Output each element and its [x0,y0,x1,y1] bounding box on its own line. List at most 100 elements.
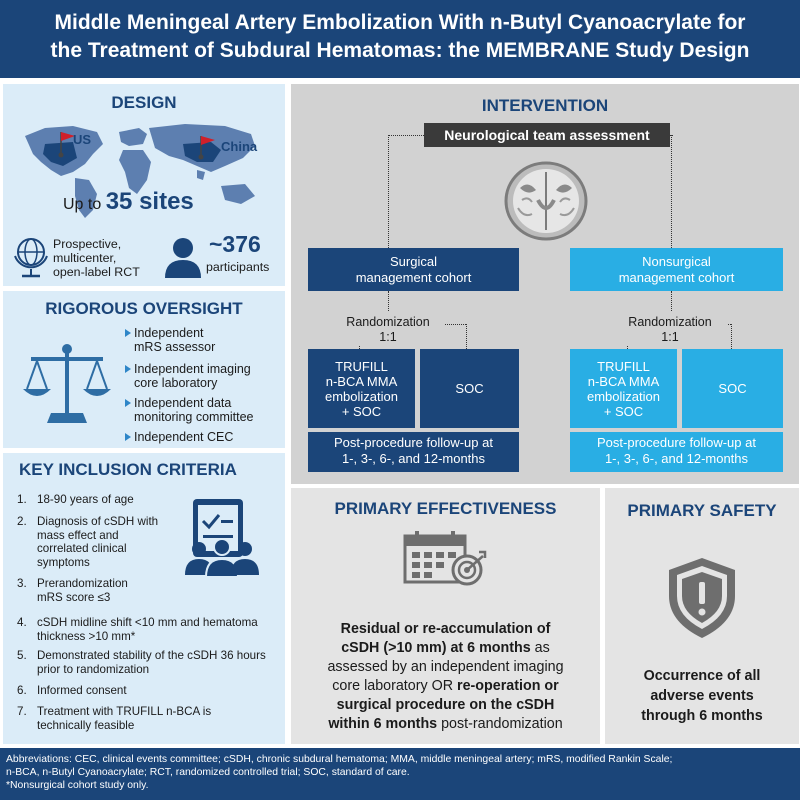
effectiveness-line-6-bold: within 6 months [328,716,438,732]
criterion-1-number: 1. [17,493,27,506]
warning-shield-icon [669,558,735,638]
randomization-right: Randomization 1:1 [613,315,727,345]
safety-panel: PRIMARY SAFETY Occurrence of all adverse… [605,488,799,744]
oversight-item-4: Independent CEC [125,430,234,444]
nonsurgical-trufill-line-2: n-BCA MMA [587,373,660,389]
criterion-4-text: cSDH midline shift <10 mm and hematoma t… [37,616,258,643]
intervention-panel: INTERVENTION Neurological team assessmen… [291,84,799,484]
randomization-right-ratio: 1:1 [661,330,679,344]
nonsurgical-trufill-line-4: + SOC [603,403,644,419]
criterion-3-text: Prerandomization mRS score ≤3 [37,577,128,604]
effectiveness-line-2: cSDH (>10 mm) at 6 months as [291,639,600,658]
calendar-target-icon [403,531,487,586]
connector-right [671,135,672,248]
study-type-line-3: open-label RCT [53,265,140,279]
criterion-7-number: 7. [17,705,27,718]
effectiveness-line-5: surgical procedure on the cSDH [336,697,555,713]
nonsurgical-trufill-line-3: embolization [587,388,660,404]
effectiveness-line-4: core laboratory OR re-operation or [291,677,600,696]
safety-line-1: Occurrence of all [643,668,761,684]
arrow-bullet-icon [125,365,131,373]
criterion-2-number: 2. [17,515,27,528]
oversight-panel: RIGOROUS OVERSIGHT Independent mRS asses… [3,291,285,448]
title-line-1: Middle Meningeal Artery Embolization Wit… [54,11,746,34]
assessment-box: Neurological team assessment [424,123,670,147]
randomization-left-ratio: 1:1 [379,330,397,344]
oversight-item-3: Independent data monitoring committee [125,396,254,424]
rand-left-stem [388,291,389,311]
criteria-panel: KEY INCLUSION CRITERIA 1. 18-90 years of… [3,453,285,744]
connector-left [388,135,389,248]
sites-prefix: Up to [63,196,102,213]
nonsurgical-followup-box: Post-procedure follow-up at 1-, 3-, 6-, … [570,432,783,472]
nonsurgical-trufill-arm: TRUFILL n-BCA MMA embolization + SOC [570,349,677,428]
criterion-5-text: Demonstrated stability of the cSDH 36 ho… [37,649,266,676]
person-icon [165,238,201,278]
safety-line-3: through 6 months [641,708,763,724]
surgical-followup-line-2: 1-, 3-, 6-, and 12-months [341,451,486,466]
criterion-7-text: Treatment with TRUFILL n-BCA is technica… [37,705,212,732]
oversight-item-3-line-2: monitoring committee [134,410,254,424]
world-map-icon [25,124,255,218]
nonsurgical-cohort-line-1: Nonsurgical [642,254,711,269]
footer-line-1: Abbreviations: CEC, clinical events comm… [6,754,673,765]
surgical-cohort-line-2: management cohort [355,270,472,285]
title-line-2: the Treatment of Subdural Hematomas: the… [50,39,750,62]
randomization-left-label: Randomization [346,315,430,329]
participants-count: ~376 [209,231,261,257]
nonsurgical-trufill-line-1: TRUFILL [597,358,650,374]
brain-scan-icon [504,161,588,241]
criterion-4-number: 4. [17,616,27,629]
criterion-6-text: Informed consent [37,684,127,697]
criterion-5-number: 5. [17,649,27,662]
country-china-label: China [221,139,258,154]
clipboard-people-icon [185,499,259,578]
effectiveness-line-6-rest: post-randomization [437,716,563,732]
effectiveness-description: Residual or re-accumulation of cSDH (>10… [291,620,600,734]
oversight-item-1-line-1: Independent [134,326,204,340]
oversight-item-2-line-1: Independent imaging [134,362,251,376]
arrow-bullet-icon [125,433,131,441]
rand-right-stem [671,291,672,311]
sites-line: Up to 35 sites [63,188,194,216]
surgical-cohort-line-1: Surgical [390,254,437,269]
nonsurgical-cohort-box: Nonsurgical management cohort [570,248,783,291]
effectiveness-line-3: assessed by an independent imaging [327,659,564,675]
globe-icon [14,238,48,278]
surgical-trufill-arm: TRUFILL n-BCA MMA embolization + SOC [308,349,415,428]
randomization-right-label: Randomization [628,315,712,329]
randomization-left: Randomization 1:1 [331,315,445,345]
effectiveness-line-6: within 6 months post-randomization [291,715,600,734]
arrow-bullet-icon [125,399,131,407]
intervention-title: INTERVENTION [481,96,609,115]
surgical-soc-label: SOC [455,381,484,396]
connector-right-top [670,135,672,136]
effectiveness-line-4-normal: core laboratory OR [332,678,458,694]
nonsurgical-cohort-line-2: management cohort [618,270,735,285]
footer-line-2: n-BCA, n-Butyl Cyanoacrylate; RCT, rando… [6,767,410,778]
surgical-soc-arm: SOC [420,349,519,428]
effectiveness-line-1: Residual or re-accumulation of [340,621,551,637]
nonsurgical-soc-label: SOC [718,381,747,396]
criteria-title: KEY INCLUSION CRITERIA [19,460,237,479]
nonsurgical-followup-line-1: Post-procedure follow-up at [597,435,756,450]
sites-count: 35 sites [105,188,194,215]
study-type-line-2: multicenter, [53,251,117,265]
effectiveness-panel: PRIMARY EFFECTIVENESS Residual or re-acc… [291,488,600,744]
footer-line-3: *Nonsurgical cohort study only. [6,780,149,791]
effectiveness-line-2-bold: cSDH (>10 mm) at 6 months [341,640,531,656]
oversight-item-3-line-1: Independent data [134,396,232,410]
oversight-item-4-line-1: Independent CEC [134,430,234,444]
surgical-trufill-line-2: n-BCA MMA [325,373,398,389]
footer-abbreviations: Abbreviations: CEC, clinical events comm… [0,748,800,800]
safety-title: PRIMARY SAFETY [627,501,777,520]
oversight-item-1-line-2: mRS assessor [134,340,216,354]
criterion-6-number: 6. [17,684,27,697]
surgical-cohort-box: Surgical management cohort [308,248,519,291]
arrow-bullet-icon [125,329,131,337]
nonsurgical-soc-arm: SOC [682,349,783,428]
criterion-2-text: Diagnosis of cSDH with mass effect and c… [37,515,159,569]
criterion-1-text: 18-90 years of age [37,493,134,506]
oversight-item-2-line-2: core laboratory [134,376,218,390]
rand-right-drop-b [731,324,732,349]
